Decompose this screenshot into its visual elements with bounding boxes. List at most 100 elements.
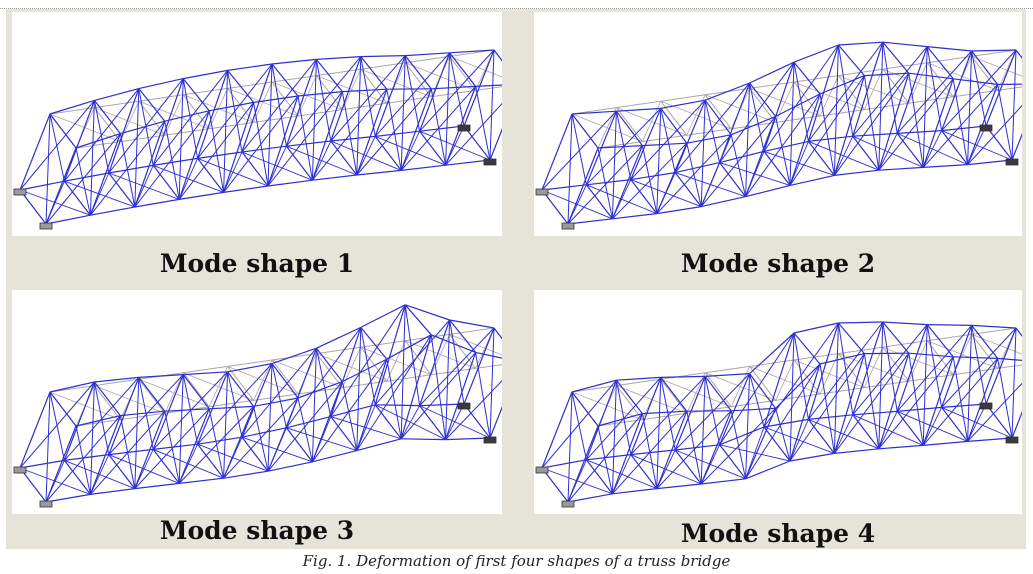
truss-member bbox=[19, 467, 91, 495]
truss-member bbox=[571, 391, 587, 460]
mode-shape-4-panel bbox=[534, 290, 1022, 514]
undeformed-member bbox=[475, 86, 502, 91]
truss-member bbox=[386, 89, 402, 171]
truss-member bbox=[541, 189, 613, 220]
truss-member bbox=[971, 50, 999, 85]
truss-member bbox=[674, 449, 702, 485]
truss-member bbox=[656, 483, 702, 490]
truss-member bbox=[64, 459, 135, 490]
truss-member bbox=[315, 59, 332, 142]
truss-member bbox=[952, 78, 969, 165]
truss-member bbox=[897, 410, 968, 442]
figure-caption: Fig. 1. Deformation of first four shapes… bbox=[302, 552, 731, 570]
truss-member bbox=[45, 425, 77, 503]
truss-member bbox=[271, 63, 287, 147]
truss-member bbox=[475, 352, 491, 439]
truss-member bbox=[19, 100, 95, 191]
undeformed-member bbox=[838, 75, 865, 110]
undeformed-member bbox=[297, 109, 343, 117]
undeformed-member bbox=[882, 340, 928, 348]
undeformed-member bbox=[449, 327, 495, 335]
support-block bbox=[561, 500, 575, 508]
truss-member bbox=[763, 62, 795, 152]
undeformed-member bbox=[449, 334, 502, 356]
truss-member bbox=[745, 82, 751, 197]
truss-member bbox=[630, 377, 662, 455]
truss-member bbox=[94, 88, 139, 101]
truss-member bbox=[704, 82, 750, 101]
truss-member bbox=[985, 49, 1017, 127]
undeformed-member bbox=[660, 100, 688, 136]
truss-member bbox=[941, 327, 1017, 408]
truss-member bbox=[120, 120, 165, 135]
truss-member bbox=[138, 88, 166, 122]
undeformed-member bbox=[227, 366, 254, 401]
truss-member bbox=[660, 375, 706, 378]
truss-member bbox=[808, 140, 879, 171]
truss-member bbox=[719, 61, 795, 163]
truss-member bbox=[374, 319, 450, 406]
support-block bbox=[13, 188, 27, 196]
undeformed-member bbox=[686, 94, 706, 136]
truss-member bbox=[108, 448, 154, 456]
truss-member bbox=[642, 142, 687, 147]
truss-member bbox=[342, 88, 387, 93]
truss-member bbox=[630, 179, 702, 208]
truss-member bbox=[120, 410, 165, 417]
truss-member bbox=[241, 436, 269, 472]
undeformed-member bbox=[704, 94, 732, 130]
truss-member bbox=[401, 438, 446, 441]
undeformed-member bbox=[731, 399, 776, 408]
truss-member bbox=[197, 371, 229, 445]
truss-member bbox=[882, 42, 898, 134]
undeformed-member bbox=[75, 141, 121, 149]
undeformed-member bbox=[971, 327, 1017, 335]
truss-member bbox=[730, 410, 747, 479]
truss-member bbox=[971, 325, 987, 405]
truss-member bbox=[908, 353, 924, 446]
truss-member bbox=[863, 75, 880, 171]
truss-member bbox=[971, 325, 999, 359]
undeformed-member bbox=[660, 378, 688, 414]
truss-member bbox=[445, 52, 451, 166]
truss-member bbox=[660, 377, 688, 412]
undeformed-member bbox=[271, 353, 317, 361]
truss-member bbox=[882, 321, 910, 354]
truss-member bbox=[400, 88, 432, 171]
truss-member bbox=[586, 179, 631, 186]
truss-member bbox=[674, 99, 706, 173]
truss-member bbox=[908, 352, 954, 358]
truss-member bbox=[704, 376, 721, 445]
truss-member bbox=[227, 70, 255, 103]
undeformed-member bbox=[775, 359, 795, 401]
truss-member bbox=[183, 69, 228, 80]
truss-member bbox=[138, 377, 166, 412]
truss-member bbox=[330, 140, 358, 176]
truss-member bbox=[183, 371, 228, 376]
undeformed-member bbox=[360, 68, 388, 104]
undeformed-member bbox=[793, 353, 839, 361]
truss-member bbox=[430, 334, 447, 440]
truss-member bbox=[253, 95, 299, 103]
truss-member bbox=[745, 184, 791, 198]
truss-member bbox=[567, 113, 573, 225]
truss-member bbox=[178, 408, 210, 484]
undeformed-member bbox=[253, 81, 273, 123]
truss-member bbox=[612, 213, 657, 220]
truss-member bbox=[179, 477, 224, 484]
truss-member bbox=[356, 169, 402, 176]
truss-member bbox=[49, 99, 95, 115]
page-top-rule bbox=[0, 0, 1033, 9]
truss-member bbox=[330, 404, 376, 418]
truss-member bbox=[641, 413, 658, 489]
truss-member bbox=[793, 44, 839, 63]
truss-member bbox=[838, 41, 883, 46]
undeformed-member bbox=[94, 100, 139, 109]
truss-member bbox=[108, 454, 136, 489]
truss-member bbox=[704, 100, 721, 163]
truss-member bbox=[241, 347, 317, 438]
truss-member bbox=[449, 49, 495, 54]
truss-member bbox=[675, 162, 720, 174]
truss-member bbox=[630, 454, 658, 489]
truss-member bbox=[971, 50, 987, 127]
